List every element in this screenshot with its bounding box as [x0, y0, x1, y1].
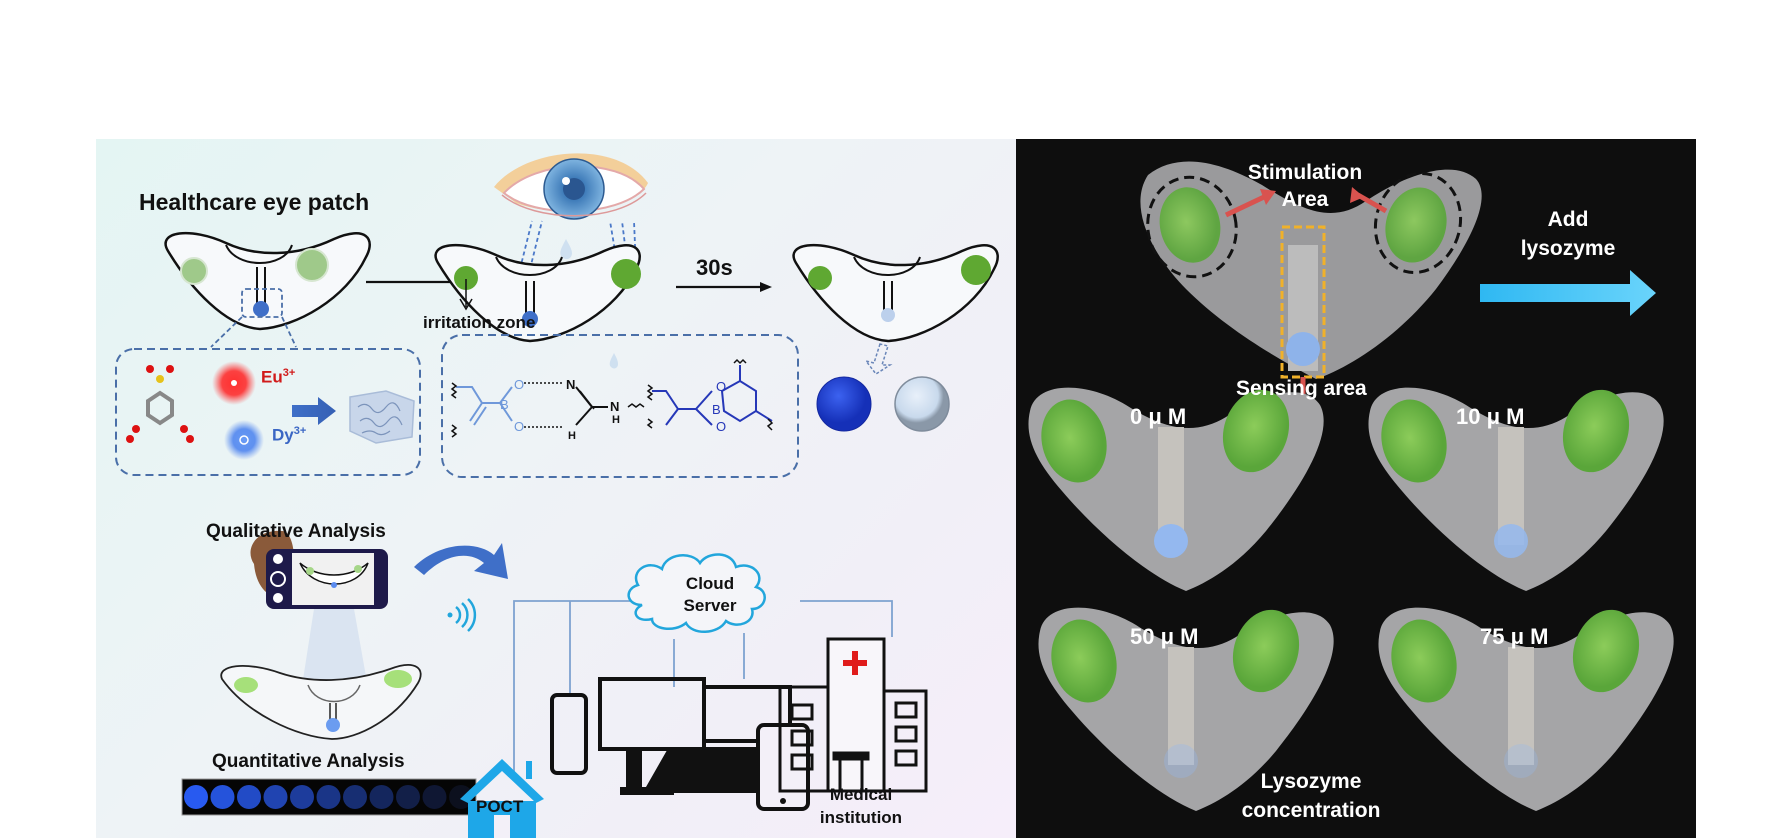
- sample-photo: [1378, 607, 1674, 811]
- atom-n-2: N: [610, 399, 619, 414]
- add-lysozyme-arrow: [1480, 270, 1656, 316]
- upload-arrow-icon: [414, 543, 508, 579]
- atom-h-1: H: [612, 414, 620, 426]
- network-lines: [513, 600, 893, 777]
- synthesis-arrow-icon: [292, 397, 336, 425]
- sample-photo: [1028, 387, 1324, 591]
- time-label: 30s: [696, 255, 733, 280]
- sample-label-0: 0 μ M: [1130, 404, 1187, 429]
- quantitative-dot: [263, 785, 288, 809]
- atom-n-1: N: [566, 377, 575, 392]
- medical-cross-icon: [843, 651, 867, 675]
- photo-graphics: [1028, 161, 1674, 811]
- sensing-area-label: Sensing area: [1236, 377, 1367, 400]
- result-dot-pale: [894, 376, 950, 432]
- synthesis-box: [115, 348, 421, 476]
- atom-b-right: B: [712, 402, 721, 417]
- quantitative-dot: [210, 785, 235, 809]
- dy-ion-glow: [224, 420, 264, 460]
- eye-illustration: [494, 153, 648, 270]
- quantitative-dot: [396, 785, 420, 809]
- quantitative-dot: [290, 785, 314, 809]
- eye-patch-title: Healthcare eye patch: [139, 189, 370, 215]
- eu-ion-label: Eu3+: [261, 367, 296, 387]
- sample-label-75: 75 μ M: [1480, 624, 1549, 649]
- schematic-graphics: B O O N N H H B O O: [115, 153, 999, 838]
- irritation-zone-label: irritation zone: [423, 313, 536, 332]
- dy-ion-label: Dy3+: [272, 425, 307, 445]
- eye-patch-stimulated: [434, 243, 641, 343]
- quantitative-dots: [184, 785, 473, 809]
- atom-o-4: O: [716, 419, 726, 434]
- mof-crystal-icon: [349, 390, 415, 444]
- sample-label-50: 50 μ M: [1130, 624, 1199, 649]
- quantitative-dot: [449, 785, 473, 809]
- eye-patch-result: [792, 243, 999, 376]
- quantitative-analysis-label: Quantitative Analysis: [212, 751, 405, 772]
- poct-label: POCT: [476, 797, 524, 816]
- patch-photo-reference: [1140, 161, 1482, 405]
- wireless-signal-icon: [447, 598, 477, 632]
- atom-h-2: H: [568, 430, 576, 442]
- atom-o-3: O: [716, 379, 726, 394]
- atom-o-2: O: [514, 419, 524, 434]
- result-dot-blue: [816, 376, 872, 432]
- atom-b-left: B: [500, 397, 509, 412]
- quantitative-dot: [422, 785, 447, 809]
- sample-label-10: 10 μ M: [1456, 404, 1525, 429]
- schematic-panel: B O O N N H H B O O: [96, 139, 1016, 838]
- smartphone-scan-illustration: [220, 530, 422, 740]
- ligand-molecule-icon: [126, 365, 194, 443]
- quantitative-dot: [237, 785, 261, 809]
- eye-patch-initial: [164, 231, 371, 348]
- cloud-server-icon: [627, 553, 766, 633]
- quantitative-dot: [343, 785, 367, 809]
- sample-photo: [1368, 387, 1664, 591]
- quantitative-dot: [316, 785, 341, 809]
- qualitative-analysis-label: Qualitative Analysis: [206, 521, 386, 542]
- sample-photos: [1028, 387, 1674, 811]
- atom-o-1: O: [514, 377, 524, 392]
- boronate-guanidine-structure: [450, 358, 774, 438]
- sample-photo: [1038, 607, 1334, 811]
- quantitative-dot: [184, 785, 208, 809]
- devices-icon-group: [550, 677, 810, 811]
- quantitative-dot: [369, 785, 394, 809]
- chemistry-box: [441, 334, 799, 478]
- poct-house-icon: [460, 759, 544, 838]
